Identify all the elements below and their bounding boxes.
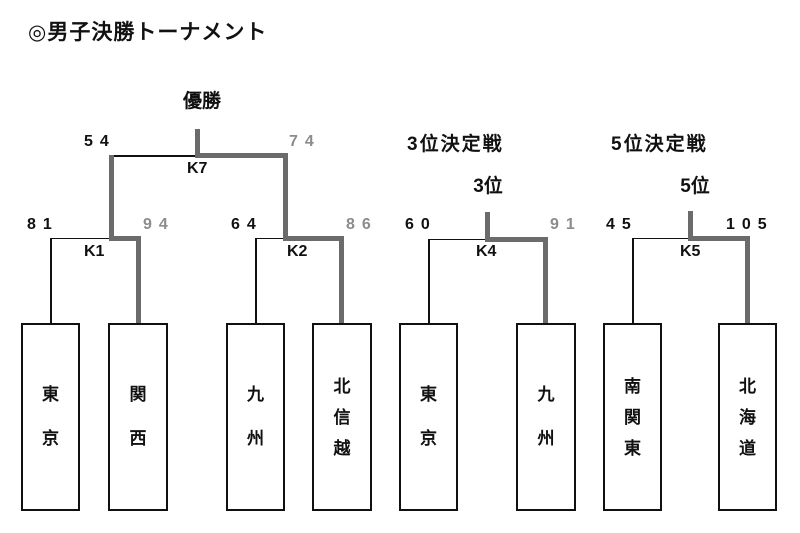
k1-right-score: 94	[143, 216, 175, 233]
team-name: 九州	[247, 385, 264, 448]
team-name: 九州	[537, 385, 555, 448]
k5-rank-stub-line	[687, 211, 693, 240]
k7-left-score: 54	[84, 133, 116, 150]
k5-loser-line	[632, 237, 634, 324]
k5-winner-line	[744, 236, 750, 323]
final-winner-connector-line	[194, 153, 288, 158]
k4-loser-line	[428, 238, 430, 324]
k2-left-connector-line	[256, 237, 285, 239]
k1-winner-line	[135, 236, 141, 323]
k5-left-score: 45	[606, 216, 638, 233]
k4-winner-connector-line	[484, 237, 548, 242]
k2-loser-line	[255, 237, 257, 324]
k2-to-final-riser-line	[282, 153, 288, 241]
k4-rank-stub-line	[484, 212, 490, 241]
k5-right-score: 105	[726, 216, 774, 233]
k4-left-score: 60	[405, 216, 437, 233]
third-place-rank-label: 3位	[473, 176, 503, 197]
k1-left-connector-line	[51, 237, 111, 239]
match-label-k5: K5	[680, 243, 701, 260]
k1-to-final-riser-line	[108, 155, 114, 240]
k2-winner-line	[339, 236, 344, 323]
k4-winner-line	[542, 237, 548, 323]
k1-loser-line	[50, 237, 52, 324]
team-name: 関西	[129, 385, 147, 448]
match-label-k7: K7	[187, 160, 208, 177]
k4-left-connector-line	[429, 238, 487, 240]
team-name: 東京	[42, 385, 59, 448]
k1-winner-connector-line	[108, 236, 141, 241]
team-name: 東京	[420, 385, 437, 448]
k2-winner-connector-line	[282, 236, 344, 241]
k4-right-score: 91	[550, 216, 582, 233]
team-name: 北信越	[333, 376, 351, 458]
team-box-kyushu-semifinal: 九州	[226, 323, 285, 511]
team-box-tokyo-semifinal: 東京	[21, 323, 80, 511]
team-box-kansai: 関西	[108, 323, 168, 511]
k2-left-score: 64	[231, 216, 263, 233]
team-box-minamikanto: 南関東	[603, 323, 662, 511]
match-label-k4: K4	[476, 243, 497, 260]
fifth-place-header: 5位決定戦	[611, 134, 708, 155]
team-name: 南関東	[624, 376, 641, 458]
fifth-place-rank-label: 5位	[680, 176, 710, 197]
champion-label: 優勝	[182, 91, 221, 112]
k1-left-score: 81	[27, 216, 59, 233]
page-title: ◎男子決勝トーナメント	[28, 21, 268, 44]
third-place-header: 3位決定戦	[407, 134, 504, 155]
k5-left-connector-line	[633, 237, 690, 239]
team-box-hokkaido: 北海道	[718, 323, 777, 511]
match-label-k1: K1	[84, 243, 105, 260]
champion-stub-line	[194, 129, 200, 158]
match-label-k2: K2	[287, 243, 308, 260]
k2-right-score: 86	[346, 216, 378, 233]
k5-winner-connector-line	[687, 236, 750, 241]
team-box-tokyo-third-place: 東京	[399, 323, 458, 511]
team-box-kyushu-third-place: 九州	[516, 323, 576, 511]
team-box-hokushinetsu: 北信越	[312, 323, 372, 511]
final-left-connector-line	[111, 155, 197, 157]
k7-right-score: 74	[289, 133, 321, 150]
team-name: 北海道	[739, 376, 756, 458]
